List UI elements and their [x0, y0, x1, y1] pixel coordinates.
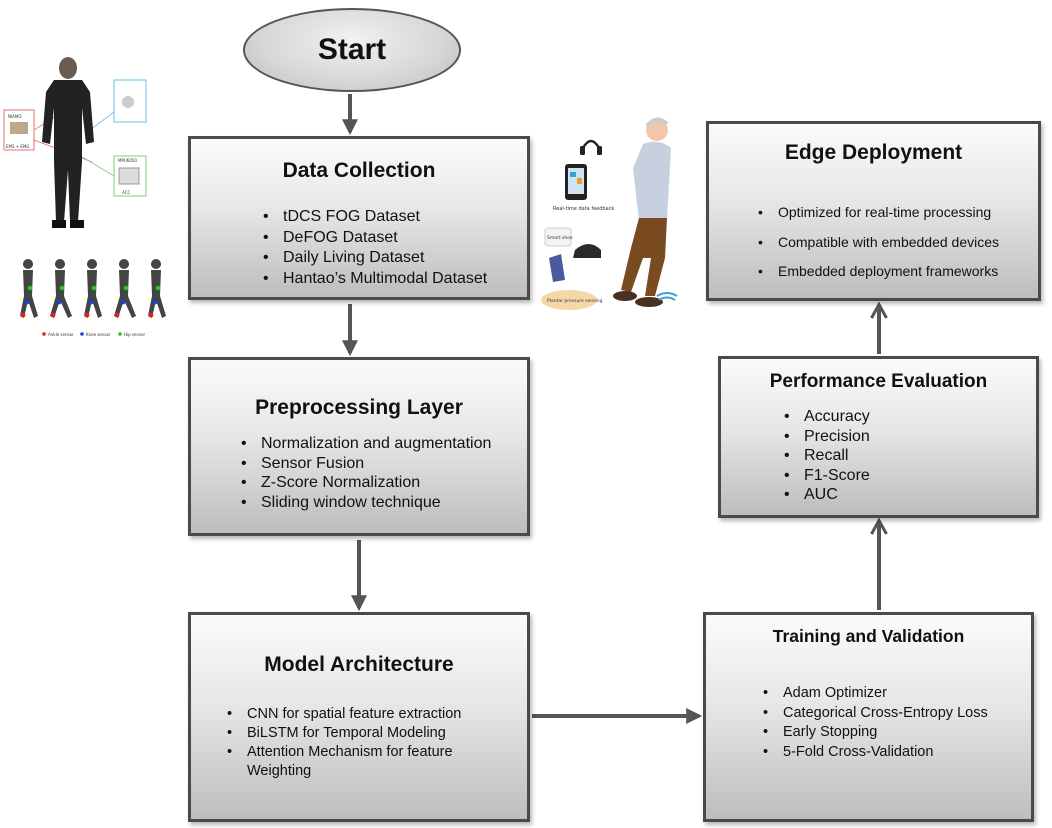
data-collection-title: Data Collection	[282, 159, 436, 182]
list-item: Adam Optimizer	[763, 684, 988, 704]
list-item-continuation: Weighting	[247, 762, 461, 781]
list-item: Z-Score Normalization	[241, 473, 491, 493]
data-collection-box: Data Collection tDCS FOG Dataset DeFOG D…	[188, 136, 530, 300]
continuation-text: Weighting	[247, 763, 312, 779]
start-label: Start	[317, 33, 387, 66]
walker-figure	[20, 259, 38, 318]
phone-icon	[565, 164, 587, 200]
preprocessing-title: Preprocessing Layer	[255, 396, 463, 419]
list-item: tDCS FOG Dataset	[263, 207, 487, 228]
legend-knee-sensor: Knee sensor	[86, 332, 111, 337]
list-item: F1-Score	[784, 466, 870, 486]
preprocessing-list: Normalization and augmentation Sensor Fu…	[239, 434, 491, 512]
legend-hip-sensor: Hip sensor	[124, 332, 146, 337]
sensor-label: NIAMO	[8, 114, 22, 119]
sensor-label: EMS + EMG	[6, 144, 30, 149]
list-item: Precision	[784, 427, 870, 447]
list-item: Categorical Cross-Entropy Loss	[763, 704, 988, 724]
list-item: DeFOG Dataset	[263, 228, 487, 249]
model-architecture-title: Model Architecture	[264, 653, 454, 676]
edge-deployment-title: Edge Deployment	[784, 141, 963, 164]
start-node: Start	[243, 8, 461, 92]
list-item: Recall	[784, 446, 870, 466]
list-item: Early Stopping	[763, 723, 988, 743]
model-architecture-list: CNN for spatial feature extraction BiLST…	[225, 705, 461, 781]
smart-shoe-label: Smart shoe	[547, 235, 573, 241]
training-validation-title: Training and Validation	[772, 626, 965, 646]
edge-deployment-box: Edge Deployment Optimized for real-time …	[706, 121, 1041, 301]
legend-ankle-sensor: Ankle sensor	[48, 332, 74, 337]
list-item: Sliding window technique	[241, 493, 491, 513]
feedback-label: Real-time data feedback	[553, 206, 614, 212]
list-item: Attention Mechanism for feature	[227, 743, 461, 762]
performance-evaluation-box: Performance Evaluation Accuracy Precisio…	[718, 356, 1039, 518]
model-architecture-box: Model Architecture CNN for spatial featu…	[188, 612, 530, 822]
list-item: 5-Fold Cross-Validation	[763, 743, 988, 763]
gait-sequence-illustration: Ankle sensor Knee sensor Hip sensor	[20, 259, 166, 337]
list-item: CNN for spatial feature extraction	[227, 705, 461, 724]
preprocessing-box: Preprocessing Layer Normalization and au…	[188, 357, 530, 536]
sensor-label: MPU6050	[118, 158, 137, 163]
list-item: Compatible with embedded devices	[758, 228, 999, 258]
list-item: Daily Living Dataset	[263, 248, 487, 269]
performance-evaluation-list: Accuracy Precision Recall F1-Score AUC	[782, 407, 870, 505]
list-item: Accuracy	[784, 407, 870, 427]
list-item: AUC	[784, 485, 870, 505]
list-item: Embedded deployment frameworks	[758, 257, 999, 287]
wearable-sensors-illustration: NIAMO EMS + EMG MPU6050 ACC	[3, 57, 147, 228]
sensor-label: ACC	[122, 190, 130, 195]
list-item: Hantao’s Multimodal Dataset	[263, 269, 487, 290]
list-item: Optimized for real-time processing	[758, 198, 999, 228]
plantar-pressure-label: Plantar pressure sensing	[547, 298, 603, 304]
list-item: Normalization and augmentation	[241, 434, 491, 454]
data-collection-list: tDCS FOG Dataset DeFOG Dataset Daily Liv…	[261, 207, 487, 289]
smart-shoe-illustration: Real-time data feedback Smart shoe Plant…	[539, 108, 687, 318]
edge-deployment-list: Optimized for real-time processing Compa…	[756, 198, 999, 287]
training-validation-list: Adam Optimizer Categorical Cross-Entropy…	[761, 684, 988, 762]
list-item: Sensor Fusion	[241, 454, 491, 474]
list-item: BiLSTM for Temporal Modeling	[227, 724, 461, 743]
headphones-icon	[580, 139, 602, 155]
training-validation-box: Training and Validation Adam Optimizer C…	[703, 612, 1034, 822]
performance-evaluation-title: Performance Evaluation	[769, 371, 988, 392]
